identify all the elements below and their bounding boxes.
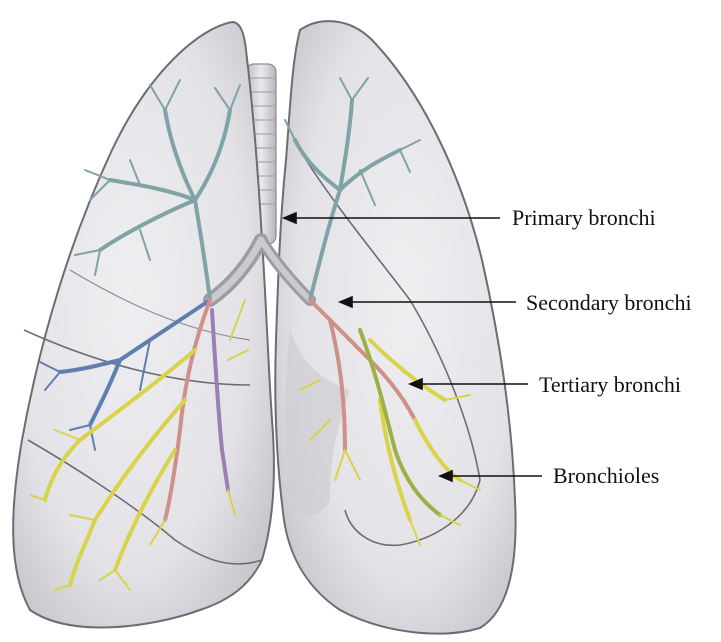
label-primary-bronchi: Primary bronchi — [512, 207, 656, 229]
left-lung — [275, 21, 515, 633]
label-bronchioles: Bronchioles — [553, 465, 659, 487]
label-tertiary-bronchi: Tertiary bronchi — [539, 374, 681, 396]
label-secondary-bronchi: Secondary bronchi — [526, 292, 692, 314]
